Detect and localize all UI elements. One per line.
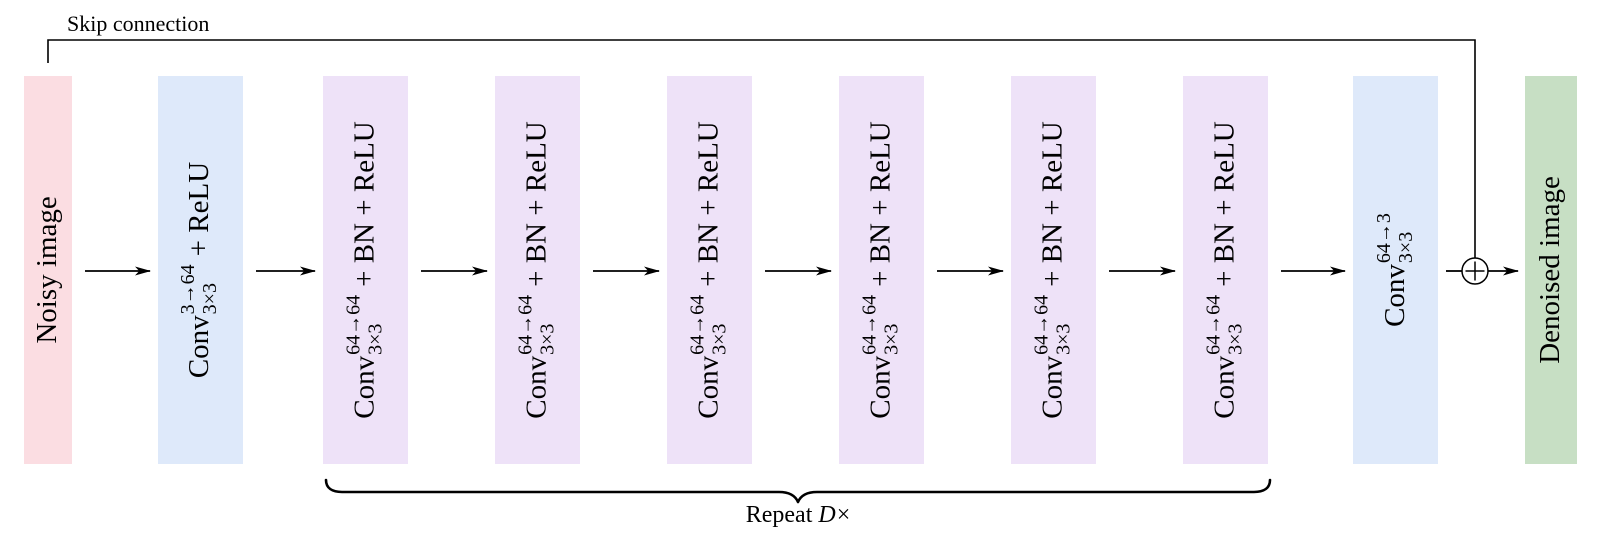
repeat-label: Repeat D× bbox=[746, 502, 851, 529]
skip-connection-label: Skip connection bbox=[67, 11, 210, 36]
skip-connection-line bbox=[47, 39, 1476, 258]
repeat-label-variable: D bbox=[818, 502, 836, 528]
block-denoised-image: Denoised image bbox=[1525, 76, 1577, 464]
repeat-label-times: × bbox=[836, 502, 851, 528]
plus-circle-icon bbox=[1461, 257, 1489, 285]
repeat-label-prefix: Repeat bbox=[745, 502, 813, 528]
block-noisy-image: Noisy image bbox=[24, 76, 72, 464]
repeat-brace bbox=[324, 478, 1272, 504]
